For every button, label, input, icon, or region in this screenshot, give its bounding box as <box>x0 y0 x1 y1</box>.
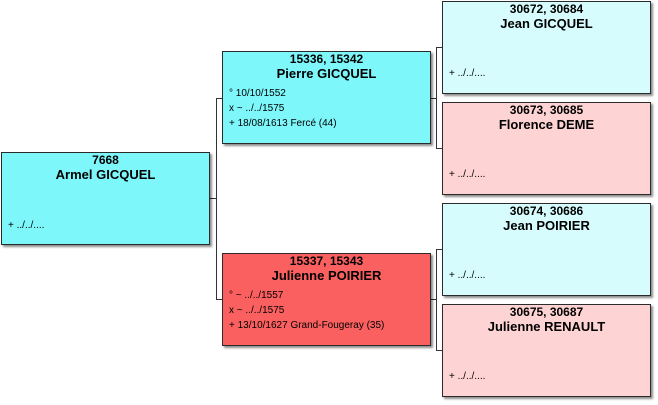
connector-gp2-h <box>436 148 443 149</box>
connector-parents-v <box>216 98 217 300</box>
connector-gp1-v <box>436 47 437 148</box>
person-ids: 30674, 30686 <box>509 204 584 218</box>
person-name: Jean POIRIER <box>503 218 590 233</box>
person-name: Florence DEME <box>498 117 595 132</box>
person-ids: 30675, 30687 <box>509 305 584 319</box>
connector-father-h <box>216 98 223 99</box>
connector-mother-h <box>216 299 223 300</box>
connector-mother-out <box>431 299 437 300</box>
person-ids: 7668 <box>92 153 119 167</box>
person-card-mother[interactable]: 15337, 15343 Julienne POIRIER ° ~ ../../… <box>222 253 431 346</box>
person-death: + 18/08/1613 Fercé (44) <box>229 118 337 129</box>
person-name: Julienne POIRIER <box>271 268 382 283</box>
person-death: + ../../.... <box>449 169 486 180</box>
person-ids: 30672, 30684 <box>509 2 584 16</box>
person-ids: 15337, 15343 <box>289 254 364 268</box>
person-name: Pierre GICQUEL <box>276 66 377 81</box>
person-card-paternal-grandmother[interactable]: 30673, 30685 Florence DEME + ../../.... <box>442 102 651 195</box>
person-birth: ° ~ ../../1557 <box>229 290 284 301</box>
person-marriage: x ~ ../../1575 <box>229 305 285 316</box>
person-death: + ../../.... <box>449 68 486 79</box>
connector-gp4-h <box>436 350 443 351</box>
person-death: + ../../.... <box>449 371 486 382</box>
person-card-father[interactable]: 15336, 15342 Pierre GICQUEL ° 10/10/1552… <box>222 51 431 144</box>
person-name: Jean GICQUEL <box>500 16 593 31</box>
person-death: + 13/10/1627 Grand-Fougeray (35) <box>229 320 385 331</box>
person-death: + ../../.... <box>8 220 45 231</box>
person-card-maternal-grandmother[interactable]: 30675, 30687 Julienne RENAULT + ../../..… <box>442 304 651 397</box>
person-card-maternal-grandfather[interactable]: 30674, 30686 Jean POIRIER + ../../.... <box>442 203 651 296</box>
person-ids: 30673, 30685 <box>509 103 584 117</box>
person-marriage: x ~ ../../1575 <box>229 103 285 114</box>
connector-father-out <box>431 98 437 99</box>
person-card-paternal-grandfather[interactable]: 30672, 30684 Jean GICQUEL + ../../.... <box>442 1 651 94</box>
person-name: Julienne RENAULT <box>487 319 606 334</box>
person-name: Armel GICQUEL <box>55 167 156 182</box>
connector-root-h <box>210 198 217 199</box>
person-death: + ../../.... <box>449 270 486 281</box>
person-card-root[interactable]: 7668 Armel GICQUEL + ../../.... <box>1 152 210 245</box>
connector-gp1-h <box>436 47 443 48</box>
connector-gp3-v <box>436 249 437 350</box>
person-ids: 15336, 15342 <box>289 52 364 66</box>
person-birth: ° 10/10/1552 <box>229 88 286 99</box>
connector-gp3-h <box>436 249 443 250</box>
